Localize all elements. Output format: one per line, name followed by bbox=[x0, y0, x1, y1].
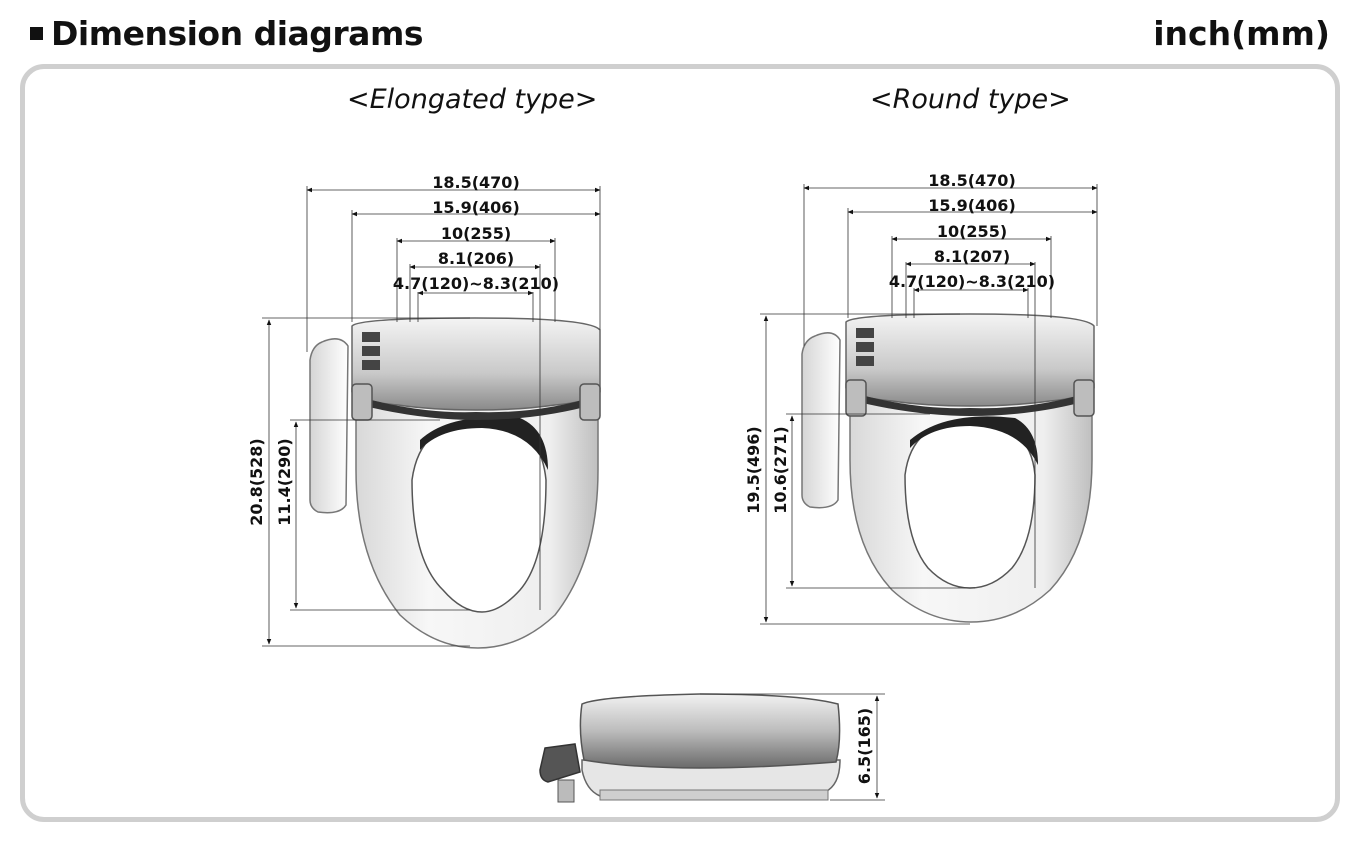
units-label: inch(mm) bbox=[1153, 14, 1330, 53]
side-view-drawing bbox=[539, 693, 841, 803]
elongated-width-inner: 8.1(206) bbox=[438, 249, 514, 268]
side-dimension-lines bbox=[700, 693, 885, 801]
elongated-dimension-lines bbox=[262, 186, 601, 647]
round-width-total: 18.5(470) bbox=[928, 171, 1016, 190]
round-width-body: 15.9(406) bbox=[928, 196, 1016, 215]
elongated-width-mount: 10(255) bbox=[441, 224, 511, 243]
round-length-opening: 10.6(271) bbox=[771, 426, 790, 514]
round-width-range: 4.7(120)~8.3(210) bbox=[889, 272, 1055, 291]
round-width-inner: 8.1(207) bbox=[934, 247, 1010, 266]
elongated-width-range: 4.7(120)~8.3(210) bbox=[393, 274, 559, 293]
header: Dimension diagrams inch(mm) bbox=[30, 10, 1330, 54]
bullet-icon bbox=[30, 27, 43, 40]
round-dimension-lines bbox=[760, 184, 1098, 625]
elongated-width-total: 18.5(470) bbox=[432, 173, 520, 192]
side-height: 6.5(165) bbox=[855, 708, 874, 784]
round-type-label: <Round type> bbox=[870, 84, 1071, 115]
round-seat-drawing bbox=[801, 313, 1095, 623]
elongated-length-opening: 11.4(290) bbox=[275, 438, 294, 526]
elongated-seat-drawing bbox=[309, 317, 601, 649]
round-width-mount: 10(255) bbox=[937, 222, 1007, 241]
page-title: Dimension diagrams bbox=[30, 14, 423, 53]
elongated-type-label: <Elongated type> bbox=[347, 84, 598, 115]
round-length-total: 19.5(496) bbox=[744, 426, 763, 514]
elongated-length-total: 20.8(528) bbox=[247, 438, 266, 526]
elongated-width-body: 15.9(406) bbox=[432, 198, 520, 217]
page-title-text: Dimension diagrams bbox=[51, 14, 423, 53]
